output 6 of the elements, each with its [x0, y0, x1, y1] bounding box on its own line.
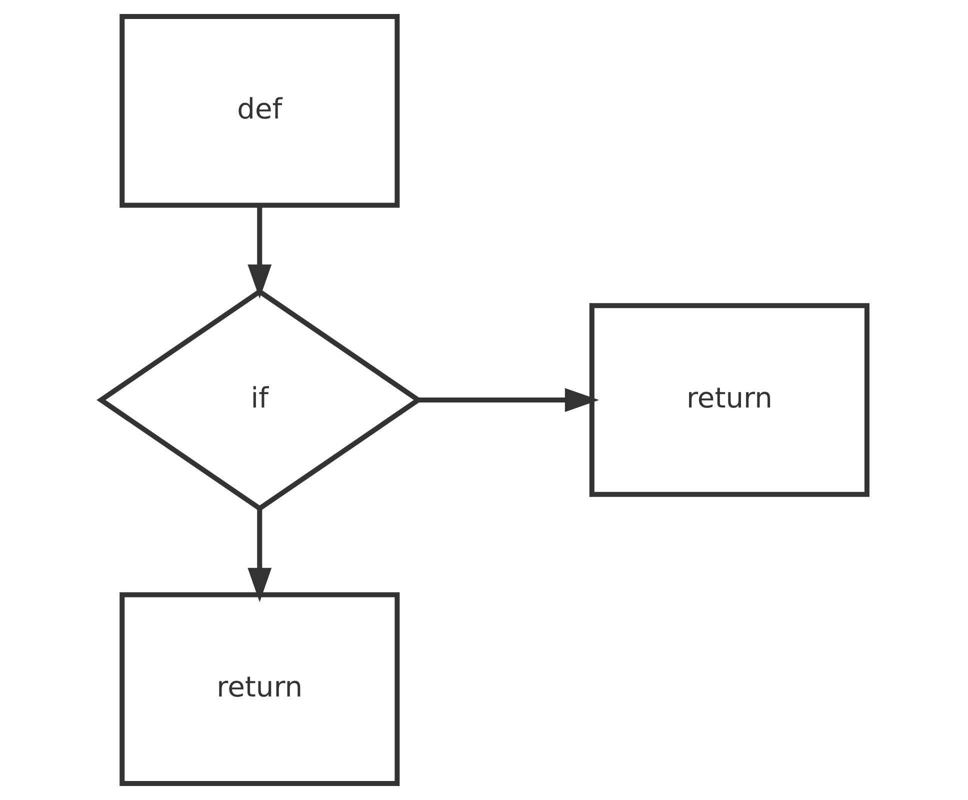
node-box: return: [120, 592, 400, 786]
node-box: def: [120, 14, 400, 208]
arrow: [248, 205, 272, 299]
arrow: [248, 508, 272, 602]
arrow: [418, 388, 600, 412]
node-box: return: [589, 303, 870, 497]
